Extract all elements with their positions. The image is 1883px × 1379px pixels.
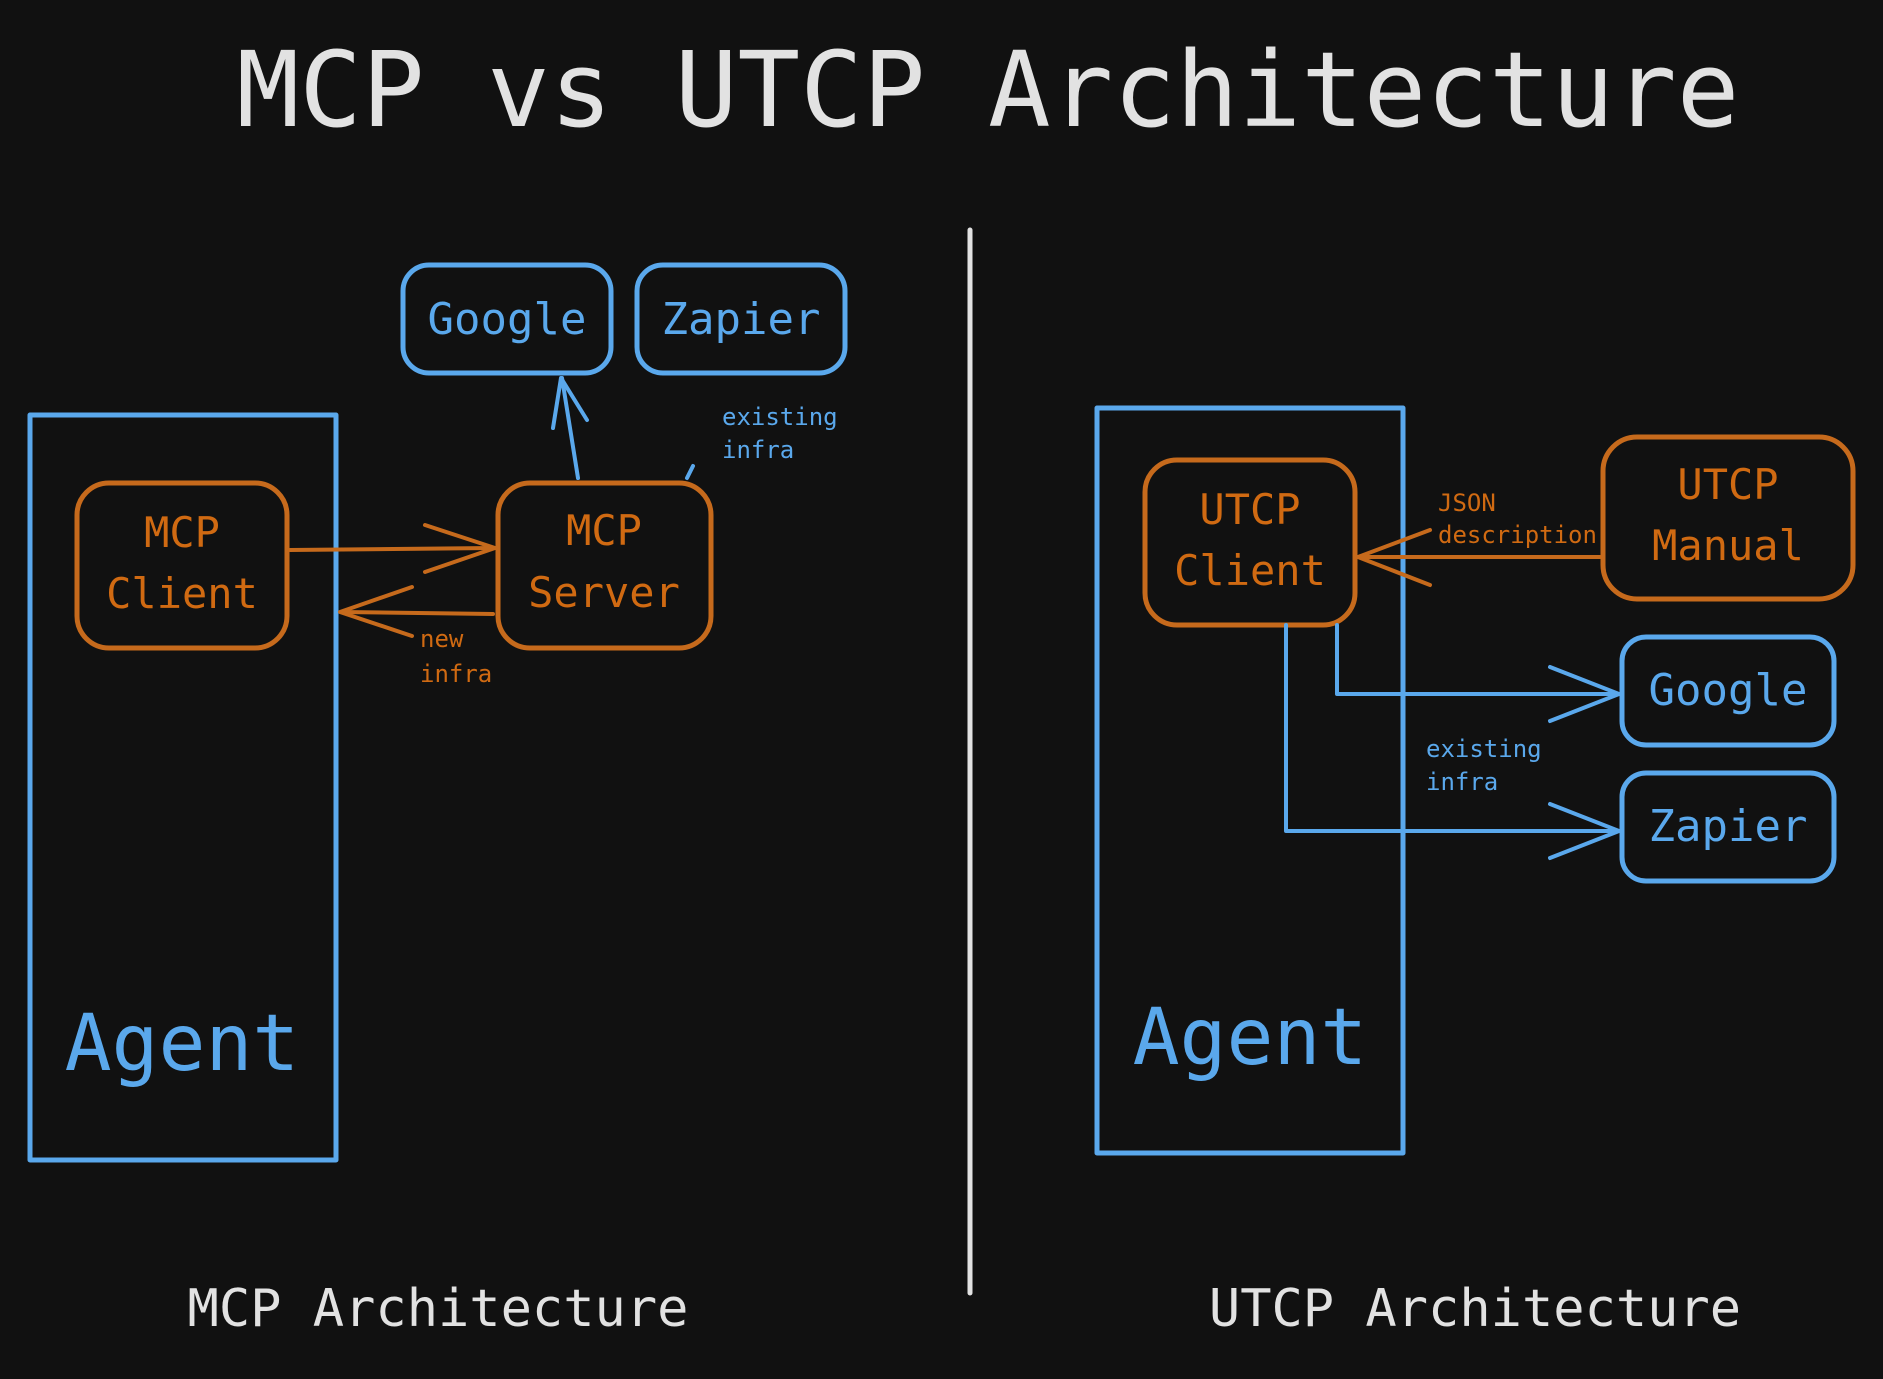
- mcp-client-label-line2: Client: [106, 569, 258, 618]
- utcp-manual-label-line1: UTCP: [1677, 460, 1778, 509]
- mcp-server-to-client-arrowhead: [338, 585, 414, 638]
- utcp-client-to-zapier-arrowhead: [1548, 802, 1621, 860]
- mcp-server-label-line2: Server: [528, 568, 680, 617]
- utcp-client-to-zapier-arrow: [1284, 623, 1619, 833]
- utcp-client-label-line1: UTCP: [1199, 485, 1300, 534]
- utcp-section-caption: UTCP Architecture: [1209, 1279, 1741, 1339]
- utcp-agent-container: [1094, 405, 1406, 1156]
- mcp-server-to-client-arrow: [340, 610, 495, 616]
- utcp-client-to-google-arrow: [1335, 623, 1619, 696]
- utcp-existing-infra-note-line2: infra: [1426, 768, 1498, 796]
- mcp-server-label-line1: MCP: [566, 506, 642, 555]
- utcp-manual-label-line2: Manual: [1652, 521, 1804, 570]
- mcp-google-label: Google: [428, 294, 587, 345]
- mcp-section-caption: MCP Architecture: [188, 1279, 689, 1339]
- mcp-new-infra-note-line2: infra: [420, 660, 492, 688]
- mcp-client-to-server-arrow: [288, 546, 495, 552]
- utcp-google-box: [1619, 634, 1837, 748]
- mcp-existing-infra-note-line1: existing: [722, 403, 838, 431]
- mcp-zapier-label: Zapier: [662, 294, 821, 345]
- mcp-client-label-line1: MCP: [144, 508, 220, 557]
- mcp-client-box: [74, 480, 290, 651]
- mcp-server-to-google-arrow: [560, 376, 580, 480]
- mcp-server-to-google-arrowhead: [551, 376, 589, 430]
- utcp-zapier-box: [1619, 770, 1837, 884]
- mcp-existing-infra-note-line2: infra: [722, 436, 794, 464]
- utcp-manual-to-client-arrowhead: [1356, 528, 1432, 587]
- mcp-agent-label: Agent: [65, 999, 300, 1089]
- mcp-zapier-box: [634, 262, 848, 376]
- utcp-client-label-line2: Client: [1174, 546, 1326, 595]
- utcp-zapier-label: Zapier: [1649, 801, 1808, 852]
- mcp-agent-container: [27, 412, 339, 1163]
- utcp-manual-box: [1600, 434, 1856, 602]
- utcp-architecture-section: Agent UTCP Client UTCP Manual JSON descr…: [1094, 405, 1856, 1339]
- mcp-existing-infra-tick: [685, 464, 695, 480]
- mcp-new-infra-note-line1: new: [420, 625, 464, 653]
- mcp-google-box: [400, 262, 614, 376]
- mcp-architecture-section: Agent MCP Client MCP Server new infra Go…: [27, 262, 848, 1339]
- mcp-server-box: [495, 480, 714, 651]
- utcp-json-note-line1: JSON: [1438, 489, 1496, 517]
- mcp-client-to-server-arrowhead: [423, 523, 497, 574]
- utcp-client-box: [1142, 457, 1358, 628]
- utcp-existing-infra-note-line1: existing: [1426, 735, 1542, 763]
- utcp-json-note-line2: description: [1438, 521, 1597, 549]
- utcp-agent-label: Agent: [1133, 993, 1368, 1083]
- utcp-client-to-google-arrowhead: [1548, 665, 1621, 723]
- utcp-google-label: Google: [1649, 665, 1808, 716]
- page-title: MCP vs UTCP Architecture: [237, 29, 1740, 151]
